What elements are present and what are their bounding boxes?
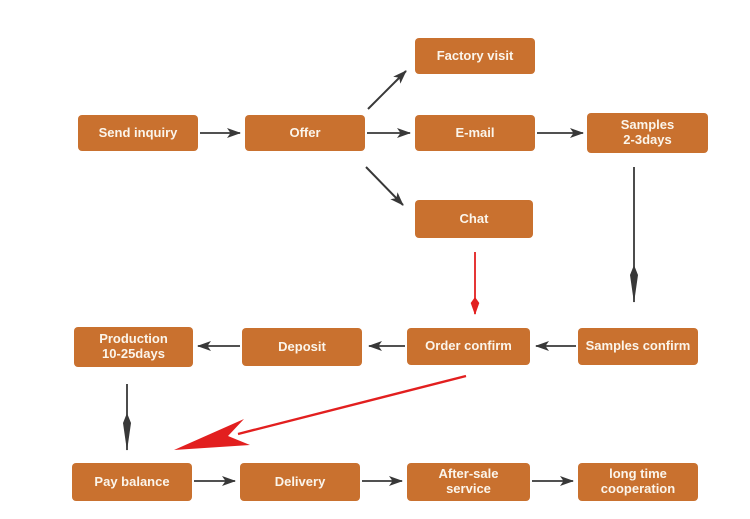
- arrow-order-confirm-to-pay-balance: [174, 374, 467, 450]
- node-factory-visit: Factory visit: [415, 38, 535, 74]
- arrow-offer-to-factory-visit: [367, 70, 407, 110]
- node-long-time-cooperation: long time cooperation: [578, 463, 698, 501]
- arrow-offer-to-chat: [365, 166, 404, 206]
- node-samples-confirm: Samples confirm: [578, 328, 698, 365]
- arrow-order-confirm-to-pay-balance-head: [174, 419, 250, 450]
- node-e-mail: E-mail: [415, 115, 535, 151]
- node-pay-balance: Pay balance: [72, 463, 192, 501]
- node-chat: Chat: [415, 200, 533, 238]
- node-delivery: Delivery: [240, 463, 360, 501]
- node-send-inquiry: Send inquiry: [78, 115, 198, 151]
- node-production-10-25days: Production 10-25days: [74, 327, 193, 367]
- node-offer: Offer: [245, 115, 365, 151]
- node-order-confirm: Order confirm: [407, 328, 530, 365]
- node-samples-2-3days: Samples 2-3days: [587, 113, 708, 153]
- node-after-sale-service: After-sale service: [407, 463, 530, 501]
- arrow-order-confirm-to-pay-balance-shaft: [237, 374, 467, 436]
- node-deposit: Deposit: [242, 328, 362, 366]
